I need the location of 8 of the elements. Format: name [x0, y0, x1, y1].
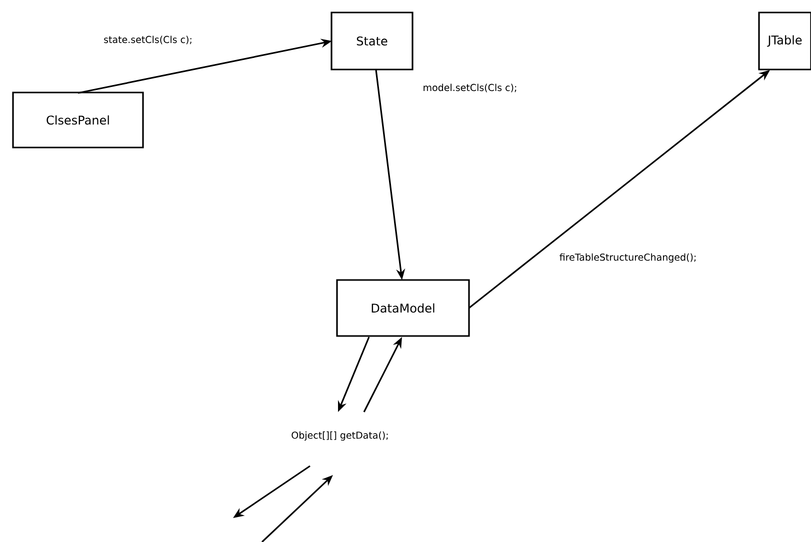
class-box: DataModel	[336, 279, 470, 337]
class-box: JTable	[758, 12, 811, 70]
method-text: Object[][] getData();	[292, 431, 388, 441]
class-box: State	[330, 12, 414, 70]
edge-label: state.setCls(Cls c);	[102, 34, 194, 46]
edge-label: fireTableStructureChanged();	[558, 252, 698, 264]
class-box: ClsesPanel	[12, 92, 144, 148]
edge-label: model.setCls(Cls c);	[422, 82, 518, 94]
